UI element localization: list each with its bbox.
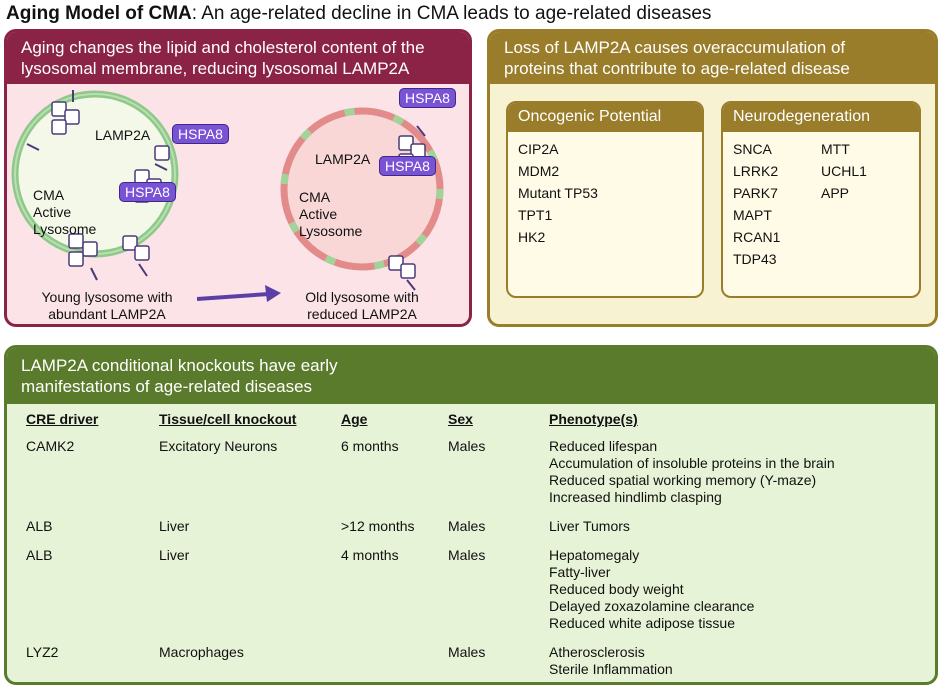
cell-tissue: Liver — [159, 547, 190, 563]
cell-driver: ALB — [26, 518, 53, 534]
loss-header-line2: proteins that contribute to age-related … — [504, 59, 850, 78]
cell-tissue: Excitatory Neurons — [159, 438, 278, 454]
young-lysosome-line2: Active — [33, 204, 71, 220]
oncogenic-gene: MDM2 — [518, 163, 560, 179]
title-bold: Aging Model of CMA — [6, 3, 192, 24]
oncogenic-gene: TPT1 — [518, 207, 553, 223]
lysosome-header-line1: Aging changes the lipid and cholesterol … — [21, 38, 425, 57]
young-lysosome-line3: Lysosome — [33, 221, 97, 237]
cell-sex: Males — [448, 644, 486, 660]
lysosome-illustration: LAMP2A CMA Active Lysosome LAMP2A CMA Ac… — [11, 90, 444, 322]
old-lamp2a-label: LAMP2A — [315, 151, 371, 167]
column-header-sex: Sex — [448, 411, 473, 427]
cell-phenotype: Reduced white adipose tissue — [549, 615, 736, 631]
young-caption-line2: abundant LAMP2A — [48, 306, 166, 322]
cell-phenotype: Increased hindlimb clasping — [549, 489, 722, 505]
column-header-phenotype: Phenotype(s) — [549, 411, 638, 427]
neuro-gene: TDP43 — [733, 251, 777, 267]
cell-phenotype: Delayed zoxazolamine clearance — [549, 598, 755, 614]
oncogenic-box: Oncogenic Potential CIP2A MDM2 Mutant TP… — [506, 101, 704, 298]
knockouts-panel: LAMP2A conditional knockouts have early … — [4, 345, 938, 685]
cell-phenotype: Sterile Inflammation — [549, 661, 673, 677]
lysosome-header-line2: lysosomal membrane, reducing lysosomal L… — [21, 59, 410, 78]
neuro-box: Neurodegeneration SNCA LRRK2 PARK7 MAPT … — [721, 101, 921, 298]
cell-sex: Males — [448, 438, 486, 454]
old-lysosome-line3: Lysosome — [299, 223, 363, 239]
young-hspa8-tag-2: HSPA8 — [119, 182, 176, 202]
lysosome-panel-header: Aging changes the lipid and cholesterol … — [7, 32, 469, 84]
cell-driver: CAMK2 — [26, 438, 75, 454]
neuro-gene: APP — [821, 185, 850, 201]
cell-age: 6 months — [341, 438, 399, 454]
neuro-gene: SNCA — [733, 141, 772, 157]
loss-header-line1: Loss of LAMP2A causes overaccumulation o… — [504, 38, 846, 57]
neuro-gene: MAPT — [733, 207, 772, 223]
old-lysosome-line1: CMA — [299, 189, 331, 205]
old-hspa8-tag-1: HSPA8 — [399, 88, 456, 108]
neuro-gene: UCHL1 — [821, 163, 867, 179]
cell-sex: Males — [448, 518, 486, 534]
column-header-age: Age — [341, 411, 368, 427]
neuro-title: Neurodegeneration — [723, 103, 919, 132]
knockouts-header-line1: LAMP2A conditional knockouts have early — [21, 356, 338, 375]
column-header-tissue: Tissue/cell knockout — [159, 411, 297, 427]
lysosome-panel: Aging changes the lipid and cholesterol … — [4, 29, 472, 327]
old-caption-line2: reduced LAMP2A — [307, 306, 417, 322]
neuro-gene: LRRK2 — [733, 163, 779, 179]
oncogenic-gene: HK2 — [518, 229, 546, 245]
neuro-gene: PARK7 — [733, 185, 778, 201]
cell-tissue: Macrophages — [159, 644, 244, 660]
neuro-gene: MTT — [821, 141, 850, 157]
cell-phenotype: Reduced body weight — [549, 581, 684, 597]
loss-panel-header: Loss of LAMP2A causes overaccumulation o… — [490, 32, 935, 84]
young-hspa8-tag-1: HSPA8 — [172, 124, 229, 144]
cell-phenotype: Fatty-liver — [549, 564, 611, 580]
cell-age: 4 months — [341, 547, 399, 563]
young-lamp2a-label: LAMP2A — [95, 127, 151, 143]
title-rest: : An age-related decline in CMA leads to… — [191, 3, 712, 24]
knockouts-panel-header: LAMP2A conditional knockouts have early … — [7, 348, 935, 404]
aging-arrow — [196, 285, 281, 302]
cell-phenotype: Liver Tumors — [549, 518, 630, 534]
oncogenic-gene: Mutant TP53 — [518, 185, 598, 201]
cell-phenotype: Accumulation of insoluble proteins in th… — [549, 455, 835, 471]
cell-driver: LYZ2 — [26, 644, 59, 660]
cell-phenotype: Reduced spatial working memory (Y-maze) — [549, 472, 817, 488]
cell-driver: ALB — [26, 547, 53, 563]
cell-age: >12 months — [341, 518, 415, 534]
young-lamp2a-stems — [26, 90, 168, 281]
old-lamp2a-stems — [406, 125, 426, 291]
column-header-driver: CRE driver — [26, 411, 99, 427]
loss-panel: Loss of LAMP2A causes overaccumulation o… — [487, 29, 938, 327]
old-caption-line1: Old lysosome with — [305, 289, 419, 305]
oncogenic-gene: CIP2A — [518, 141, 559, 157]
young-lysosome-line1: CMA — [33, 187, 65, 203]
old-lysosome-line2: Active — [299, 206, 337, 222]
cell-tissue: Liver — [159, 518, 190, 534]
cell-phenotype: Reduced lifespan — [549, 438, 658, 454]
page-title: Aging Model of CMA: An age-related decli… — [6, 3, 711, 25]
old-hspa8-tag-2: HSPA8 — [379, 156, 436, 176]
neuro-gene: RCAN1 — [733, 229, 781, 245]
young-caption-line1: Young lysosome with — [41, 289, 172, 305]
knockouts-header-line2: manifestations of age-related diseases — [21, 377, 313, 396]
oncogenic-title: Oncogenic Potential — [508, 103, 702, 132]
cell-sex: Males — [448, 547, 486, 563]
cell-phenotype: Atherosclerosis — [549, 644, 645, 660]
cell-phenotype: Hepatomegaly — [549, 547, 640, 563]
